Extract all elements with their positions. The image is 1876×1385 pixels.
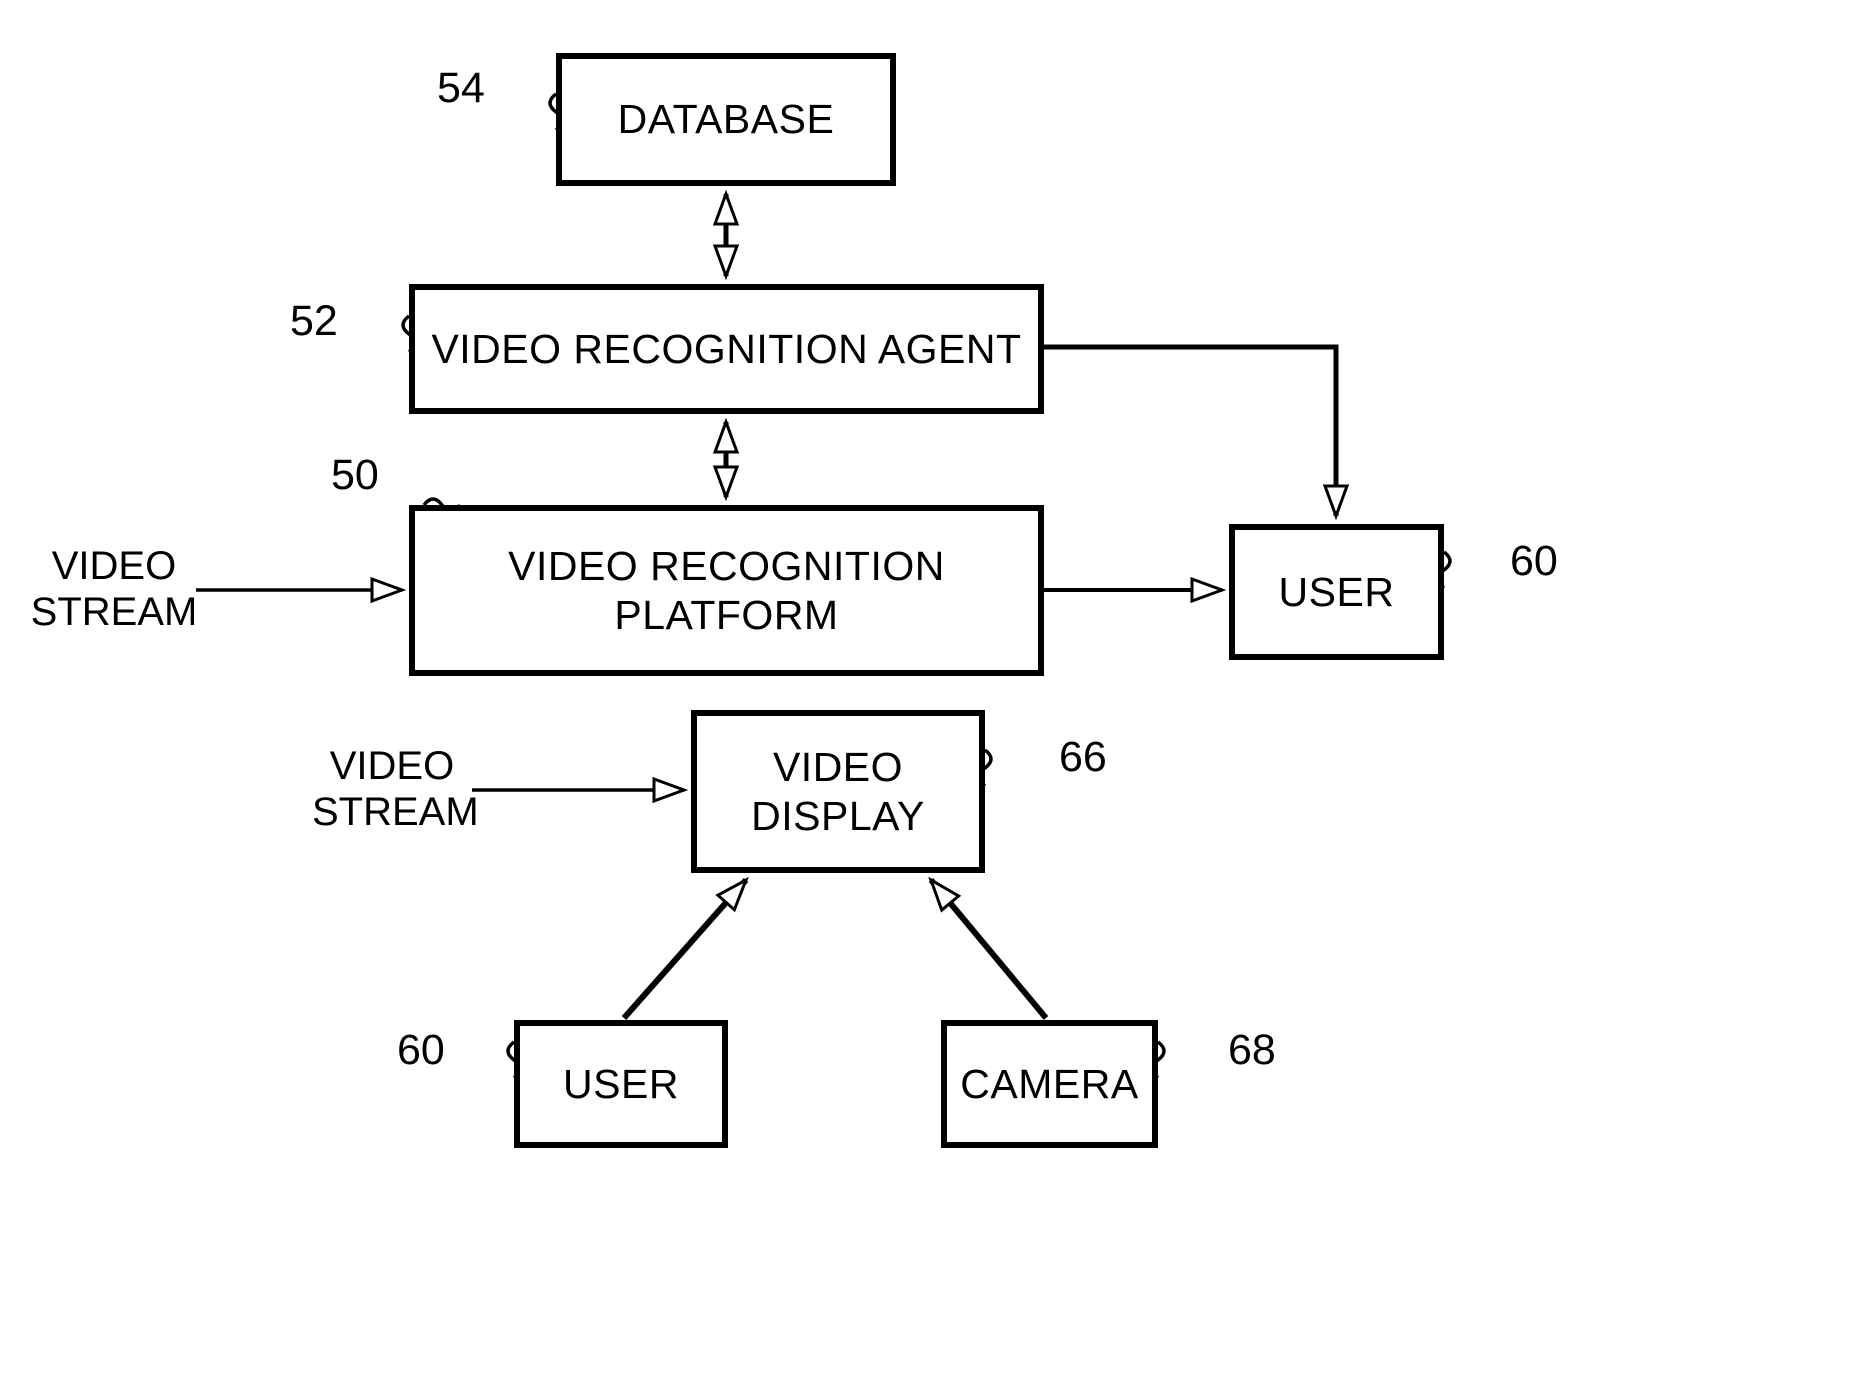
video-recognition-platform-label-line2: PLATFORM [614, 591, 839, 638]
video-recognition-platform-label-line1: VIDEO RECOGNITION [508, 543, 945, 590]
ref-52: 52 [290, 297, 338, 345]
video-recognition-agent-box: VIDEO RECOGNITION AGENT [409, 284, 1044, 414]
camera-box: CAMERA [941, 1020, 1158, 1148]
video-stream-label-left: VIDEO STREAM [28, 544, 200, 635]
ref-68: 68 [1228, 1026, 1276, 1074]
ref-60-right: 60 [1510, 537, 1558, 585]
video-stream-label-left-line1: VIDEO [51, 544, 177, 588]
video-stream-label-left-line2: STREAM [30, 589, 198, 634]
video-recognition-platform-box: VIDEO RECOGNITION PLATFORM [409, 505, 1044, 676]
user-bottom-label: USER [563, 1060, 679, 1107]
user-bottom-box: USER [514, 1020, 728, 1148]
user-right-label: USER [1278, 568, 1395, 615]
database-box: DATABASE [556, 53, 896, 186]
ref-54: 54 [437, 64, 485, 112]
arrow-user-display [621, 880, 746, 1020]
ref-60-bottom: 60 [397, 1026, 445, 1074]
video-stream-label-lower-line2: STREAM [312, 789, 479, 834]
video-display-label-line2: DISPLAY [751, 792, 925, 839]
camera-label: CAMERA [960, 1060, 1139, 1107]
database-label: DATABASE [617, 96, 835, 143]
arrow-camera-display [931, 880, 1049, 1020]
arrow-agent-user [1044, 344, 1336, 516]
video-stream-label-lower-line1: VIDEO [329, 744, 455, 788]
user-right-box: USER [1229, 524, 1444, 660]
video-display-box: VIDEO DISPLAY [691, 710, 985, 873]
video-stream-label-lower: VIDEO STREAM [312, 744, 479, 835]
ref-50: 50 [331, 451, 379, 499]
video-display-label-line1: VIDEO [772, 744, 904, 791]
video-recognition-agent-label: VIDEO RECOGNITION AGENT [431, 325, 1022, 372]
ref-66: 66 [1059, 733, 1107, 781]
